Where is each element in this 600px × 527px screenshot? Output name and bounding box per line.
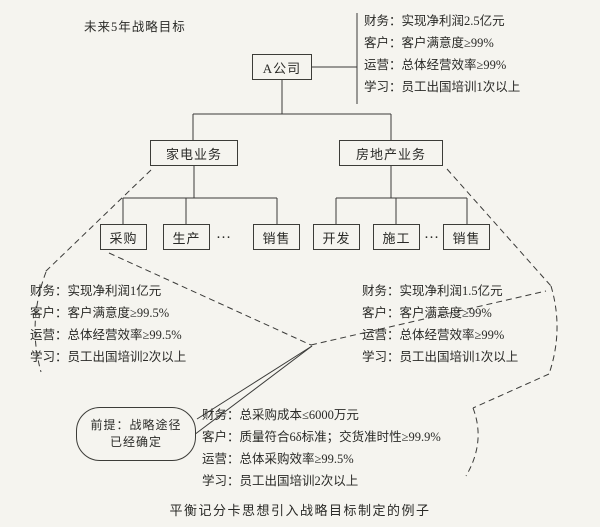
- premise-line1: 前提：战略途径: [90, 418, 182, 432]
- goal-row-operations: 运营：总体经营效率≥99%: [364, 58, 507, 72]
- goal-row-learning: 学习：员工出国培训1次以上: [362, 350, 519, 364]
- org-node-company: A公司: [252, 54, 312, 80]
- goal-row-learning: 学习：员工出国培训1次以上: [364, 80, 521, 94]
- figure-caption: 平衡记分卡思想引入战略目标制定的例子: [169, 503, 431, 518]
- ellipsis-dots-left: …: [216, 226, 233, 242]
- goal-row-finance: 财务：总采购成本≤6000万元: [202, 408, 359, 422]
- goal-row-operations: 运营：总体采购效率≥99.5%: [202, 452, 354, 466]
- goal-row-customer: 客户：客户满意度≥99%: [364, 36, 494, 50]
- goal-row-learning: 学习：员工出国培训2次以上: [30, 350, 187, 364]
- goal-block-company: 财务：实现净利润2.5亿元 客户：客户满意度≥99% 运营：总体经营效率≥99%…: [364, 10, 520, 98]
- org-node-development: 开发: [313, 224, 360, 250]
- goal-row-operations: 运营：总体经营效率≥99%: [362, 328, 505, 342]
- org-node-realestate-division: 房地产业务: [339, 140, 443, 166]
- goal-row-finance: 财务：实现净利润1亿元: [30, 284, 162, 298]
- goal-row-customer: 客户：客户满意度≥99%: [362, 306, 492, 320]
- goal-row-customer: 客户：质量符合6δ标准；交货准时性≥99.9%: [202, 430, 441, 444]
- org-node-sales-appliance: 销售: [253, 224, 300, 250]
- diagram-title: 未来5年战略目标: [84, 20, 186, 34]
- goal-row-finance: 财务：实现净利润2.5亿元: [364, 14, 505, 28]
- ellipsis-dots-right: …: [424, 226, 441, 242]
- goal-row-customer: 客户：客户满意度≥99.5%: [30, 306, 170, 320]
- org-node-construction: 施工: [373, 224, 420, 250]
- goal-block-procurement: 财务：总采购成本≤6000万元 客户：质量符合6δ标准；交货准时性≥99.9% …: [202, 404, 441, 492]
- goal-block-realestate: 财务：实现净利润1.5亿元 客户：客户满意度≥99% 运营：总体经营效率≥99%…: [362, 280, 518, 368]
- org-node-production: 生产: [163, 224, 210, 250]
- goal-row-finance: 财务：实现净利润1.5亿元: [362, 284, 503, 298]
- goal-row-learning: 学习：员工出国培训2次以上: [202, 474, 359, 488]
- goal-row-operations: 运营：总体经营效率≥99.5%: [30, 328, 182, 342]
- org-node-appliance-division: 家电业务: [150, 140, 238, 166]
- org-node-procurement: 采购: [100, 224, 147, 250]
- premise-line2: 已经确定: [109, 435, 162, 449]
- org-node-sales-realestate: 销售: [443, 224, 490, 250]
- goal-block-appliance: 财务：实现净利润1亿元 客户：客户满意度≥99.5% 运营：总体经营效率≥99.…: [30, 280, 186, 368]
- premise-callout: 前提：战略途径 已经确定: [76, 407, 196, 461]
